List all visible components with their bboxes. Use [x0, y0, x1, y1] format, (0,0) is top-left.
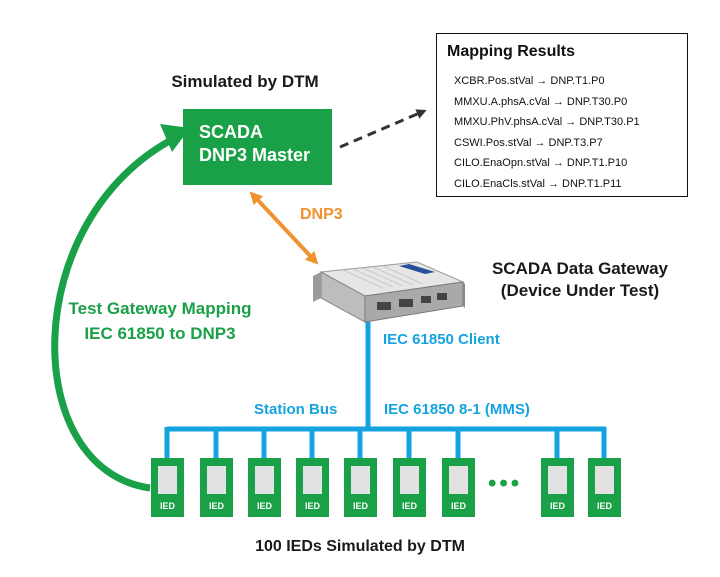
- mapping-row: MMXU.PhV.phsA.cVal → DNP.T30.P1: [454, 116, 640, 129]
- ied-device: IED: [588, 458, 621, 517]
- ied-label: IED: [549, 501, 565, 511]
- ied-screen: [595, 466, 614, 494]
- mapping-results-box: Mapping Results XCBR.Pos.stVal → DNP.T1.…: [436, 33, 688, 197]
- ied-ellipsis: •••: [488, 470, 523, 497]
- ied-label: IED: [304, 501, 320, 511]
- ied-label: IED: [401, 501, 417, 511]
- ied-screen: [207, 466, 226, 494]
- mapping-row: CILO.EnaCls.stVal → DNP.T1.P11: [454, 177, 622, 190]
- ied-device: IED: [200, 458, 233, 517]
- ied-device: IED: [393, 458, 426, 517]
- test-mapping-line-2: IEC 61850 to DNP3: [84, 324, 236, 343]
- ied-device: IED: [296, 458, 329, 517]
- ied-screen: [303, 466, 322, 494]
- mapping-row: CSWI.Pos.stVal → DNP.T3.P7: [454, 136, 603, 149]
- ied-screen: [351, 466, 370, 494]
- footer-caption: 100 IEDs Simulated by DTM: [255, 538, 465, 555]
- simulated-by-dtm-label: Simulated by DTM: [171, 72, 319, 91]
- gateway-title: SCADA Data Gateway (Device Under Test): [460, 258, 700, 302]
- gateway-device-image: [313, 261, 465, 323]
- ied-screen: [255, 466, 274, 494]
- ied-label: IED: [159, 501, 175, 511]
- ied-device: IED: [442, 458, 475, 517]
- test-mapping-label: Test Gateway Mapping IEC 61850 to DNP3: [20, 296, 300, 346]
- scada-dnp3-master-box: SCADA DNP3 Master: [183, 109, 332, 185]
- mapping-row: MMXU.A.phsA.cVal → DNP.T30.P0: [454, 95, 628, 108]
- ied-device: IED: [344, 458, 377, 517]
- ied-label: IED: [256, 501, 272, 511]
- ied-screen: [548, 466, 567, 494]
- iec-61850-mms-label: IEC 61850 8-1 (MMS): [384, 401, 530, 418]
- station-bus-label: Station Bus: [254, 401, 338, 418]
- ied-screen: [449, 466, 468, 494]
- ied-label: IED: [450, 501, 466, 511]
- master-line-1: SCADA: [199, 122, 264, 142]
- ied-label: IED: [352, 501, 368, 511]
- test-mapping-arrow: [51, 134, 177, 492]
- iec-61850-client-label: IEC 61850 Client: [383, 331, 500, 348]
- ied-device: IED: [151, 458, 184, 517]
- results-dashed-arrow: [339, 109, 427, 149]
- test-mapping-arrowhead: [160, 124, 190, 152]
- mapping-results-list: XCBR.Pos.stVal → DNP.T1.P0 MMXU.A.phsA.c…: [454, 71, 640, 195]
- gateway-title-line-1: SCADA Data Gateway: [491, 259, 669, 278]
- ied-screen: [400, 466, 419, 494]
- ied-device: IED: [248, 458, 281, 517]
- ied-label: IED: [208, 501, 224, 511]
- ied-label: IED: [596, 501, 612, 511]
- master-line-2: DNP3 Master: [199, 145, 311, 165]
- ied-device: IED: [541, 458, 574, 517]
- dnp3-protocol-label: DNP3: [300, 206, 343, 223]
- gateway-title-line-2: (Device Under Test): [500, 281, 660, 300]
- mapping-row: CILO.EnaOpn.stVal → DNP.T1.P10: [454, 157, 628, 170]
- ied-drop-lines: [164, 427, 607, 459]
- mapping-results-title: Mapping Results: [447, 43, 576, 60]
- mapping-row: XCBR.Pos.stVal → DNP.T1.P0: [454, 75, 605, 87]
- ied-screen: [158, 466, 177, 494]
- test-mapping-line-1: Test Gateway Mapping: [68, 299, 252, 318]
- dnp3-double-arrow: [249, 191, 319, 265]
